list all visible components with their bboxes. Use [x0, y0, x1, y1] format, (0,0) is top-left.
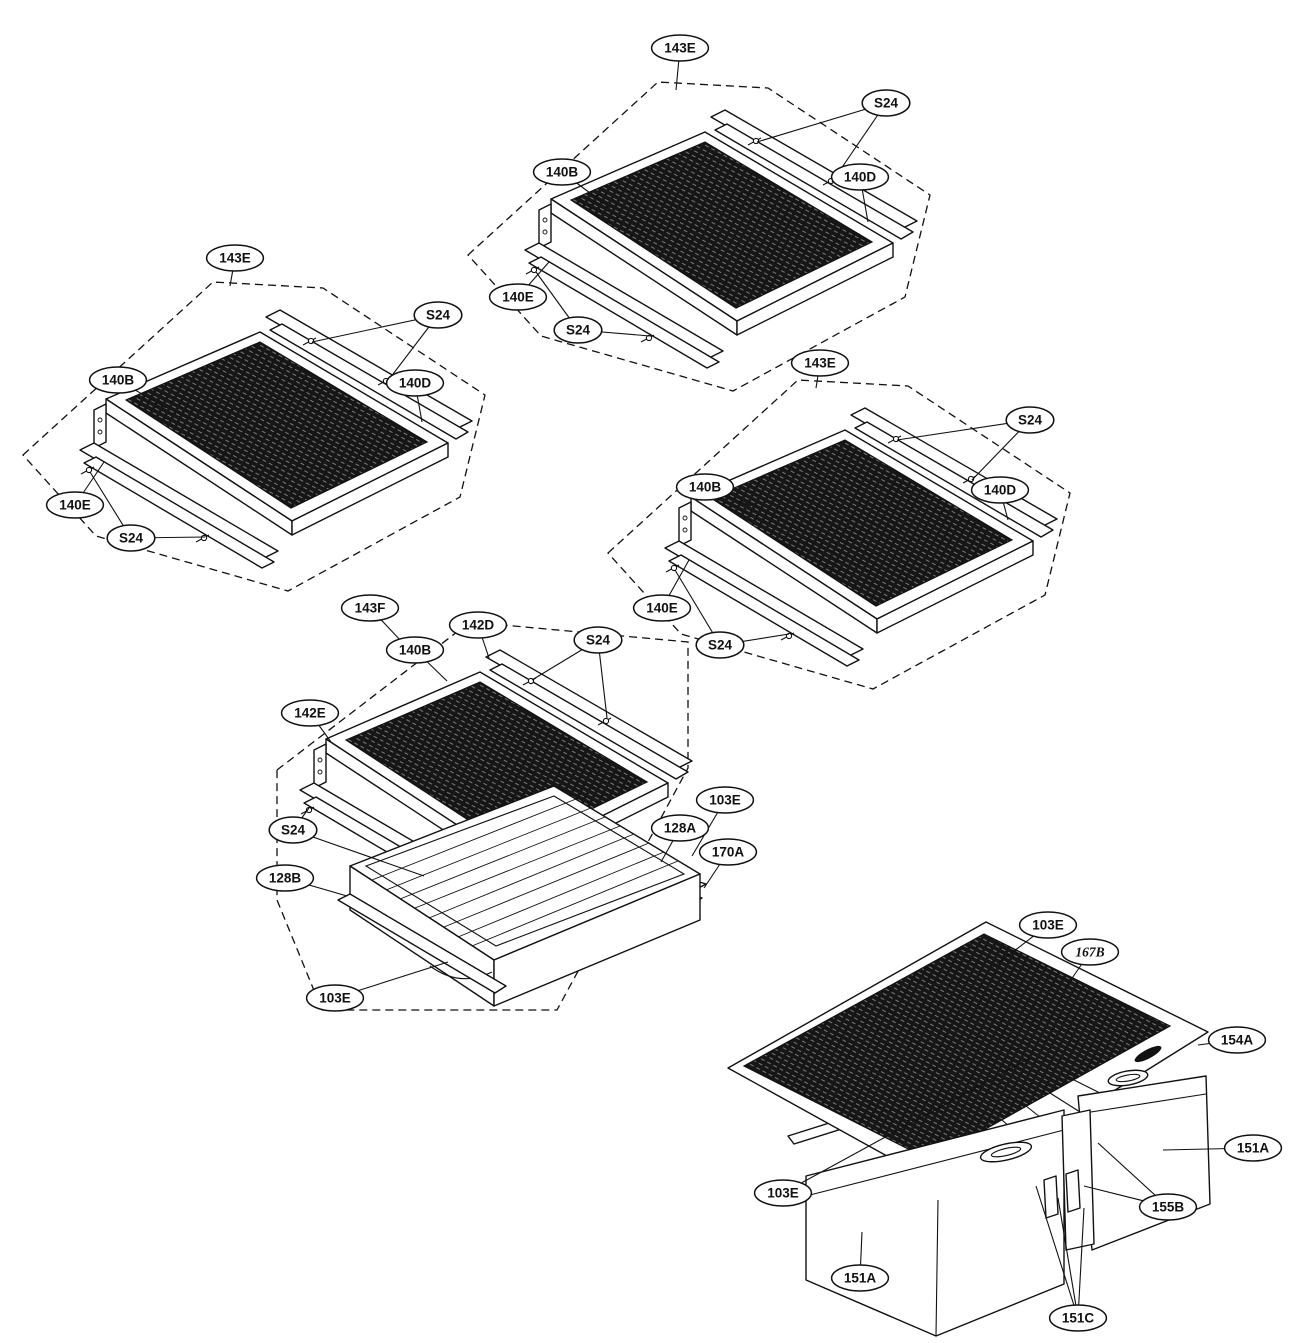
callout-143E: 143E [205, 244, 265, 272]
callout-label: 128A [664, 821, 697, 836]
callout-label: S24 [119, 531, 144, 546]
callout-label: 103E [767, 1186, 799, 1201]
callout-label: 140E [646, 601, 678, 616]
callout-label: 151A [844, 1271, 877, 1286]
callout-label: 140B [689, 480, 722, 495]
latch-right [1065, 1169, 1081, 1213]
callout-140E: 140E [632, 594, 692, 622]
callout-label: 154A [1221, 1033, 1254, 1048]
callout-140D: 140D [830, 163, 890, 191]
callout-label: 103E [709, 793, 741, 808]
callout-label: 151C [1062, 1311, 1095, 1326]
callout-142E: 142E [280, 699, 340, 727]
callout-128B: 128B [255, 864, 315, 892]
callout-103E: 103E [305, 984, 365, 1012]
callout-label: 142E [294, 706, 326, 721]
callout-S24: S24 [553, 316, 603, 344]
callout-label: S24 [874, 96, 899, 111]
shelf-assembly-right [607, 379, 1071, 690]
callout-140E: 140E [45, 491, 105, 519]
crisper-drawer [337, 785, 707, 1007]
callout-label: 143E [664, 41, 696, 56]
callout-label: 155B [1152, 1200, 1185, 1215]
callout-140D: 140D [385, 369, 445, 397]
leader-line-103E [782, 1057, 1031, 1194]
callout-label: 143E [219, 251, 251, 266]
callout-label: 142D [462, 618, 495, 633]
callout-label: 167B [1075, 945, 1104, 960]
callout-151A: 151A [830, 1264, 890, 1292]
callout-S24: S24 [861, 89, 911, 117]
callout-label: 140E [59, 498, 91, 513]
callout-S24: S24 [1005, 406, 1055, 434]
callout-140B: 140B [532, 158, 592, 186]
callout-140D: 140D [970, 476, 1030, 504]
callout-bubbles: 143E S24 140B 140D 140E S24 143E S24 140B 140D 140… [45, 34, 1283, 1332]
callout-103E: 103E [695, 786, 755, 814]
callout-143E: 143E [650, 34, 710, 62]
leader-line-151C [1035, 1185, 1079, 1319]
callout-label: 140E [502, 290, 534, 305]
callout-label: 151A [1237, 1141, 1270, 1156]
callout-S24: S24 [106, 524, 156, 552]
callout-label: 140B [399, 643, 432, 658]
callout-103E: 103E [753, 1179, 813, 1207]
callout-140B: 140B [88, 366, 148, 394]
callout-label: S24 [586, 633, 611, 648]
callout-140E: 140E [488, 283, 548, 311]
callout-154A: 154A [1207, 1026, 1267, 1054]
callout-label: 103E [1032, 918, 1064, 933]
callout-S24: S24 [413, 301, 463, 329]
callout-label: S24 [1018, 413, 1043, 428]
deli-drawer-assembly [727, 921, 1211, 1337]
bin-handle-right [1107, 1069, 1149, 1087]
callout-167B: 167B [1060, 938, 1120, 966]
callout-label: S24 [566, 323, 591, 338]
leader-line-151C [1077, 1207, 1085, 1319]
brand-badge [1134, 1045, 1162, 1063]
callout-label: 128B [269, 871, 302, 886]
callout-140B: 140B [675, 473, 735, 501]
callout-label: 140B [102, 373, 135, 388]
callout-S24: S24 [268, 816, 318, 844]
callout-140B: 140B [385, 636, 445, 664]
callout-label: 140D [399, 376, 432, 391]
crisper-shelf-assembly [276, 621, 707, 1011]
callout-label: S24 [426, 308, 451, 323]
callout-170A: 170A [698, 838, 758, 866]
callout-label: S24 [708, 638, 733, 653]
callout-S24: S24 [573, 626, 623, 654]
bin-handle-left [979, 1141, 1033, 1163]
deli-bin-right [1077, 1075, 1211, 1251]
deli-glass-panel [742, 933, 1172, 1161]
callout-label: 140D [984, 483, 1017, 498]
callout-143E: 143E [790, 349, 850, 377]
callout-label: S24 [281, 823, 306, 838]
shelf-assembly-left [22, 281, 486, 592]
callout-label: 103E [319, 991, 351, 1006]
callout-label: 170A [712, 845, 745, 860]
callout-128A: 128A [650, 814, 710, 842]
callout-143F: 143F [340, 594, 400, 622]
callout-155B: 155B [1138, 1193, 1198, 1221]
callout-label: 140B [546, 165, 579, 180]
callout-S24: S24 [695, 631, 745, 659]
callout-label: 140D [844, 170, 877, 185]
callout-103E: 103E [1018, 911, 1078, 939]
callout-label: 143F [355, 601, 386, 616]
drawer-ribs [371, 798, 679, 947]
leader-line-151C [1057, 1197, 1079, 1319]
callout-151C: 151C [1048, 1304, 1108, 1332]
latch-left [1043, 1175, 1059, 1219]
callout-142D: 142D [448, 611, 508, 639]
shelf-assembly-upper [467, 81, 931, 392]
callout-151A: 151A [1223, 1134, 1283, 1162]
leader-line-S24 [292, 829, 425, 877]
callout-label: 143E [804, 356, 836, 371]
